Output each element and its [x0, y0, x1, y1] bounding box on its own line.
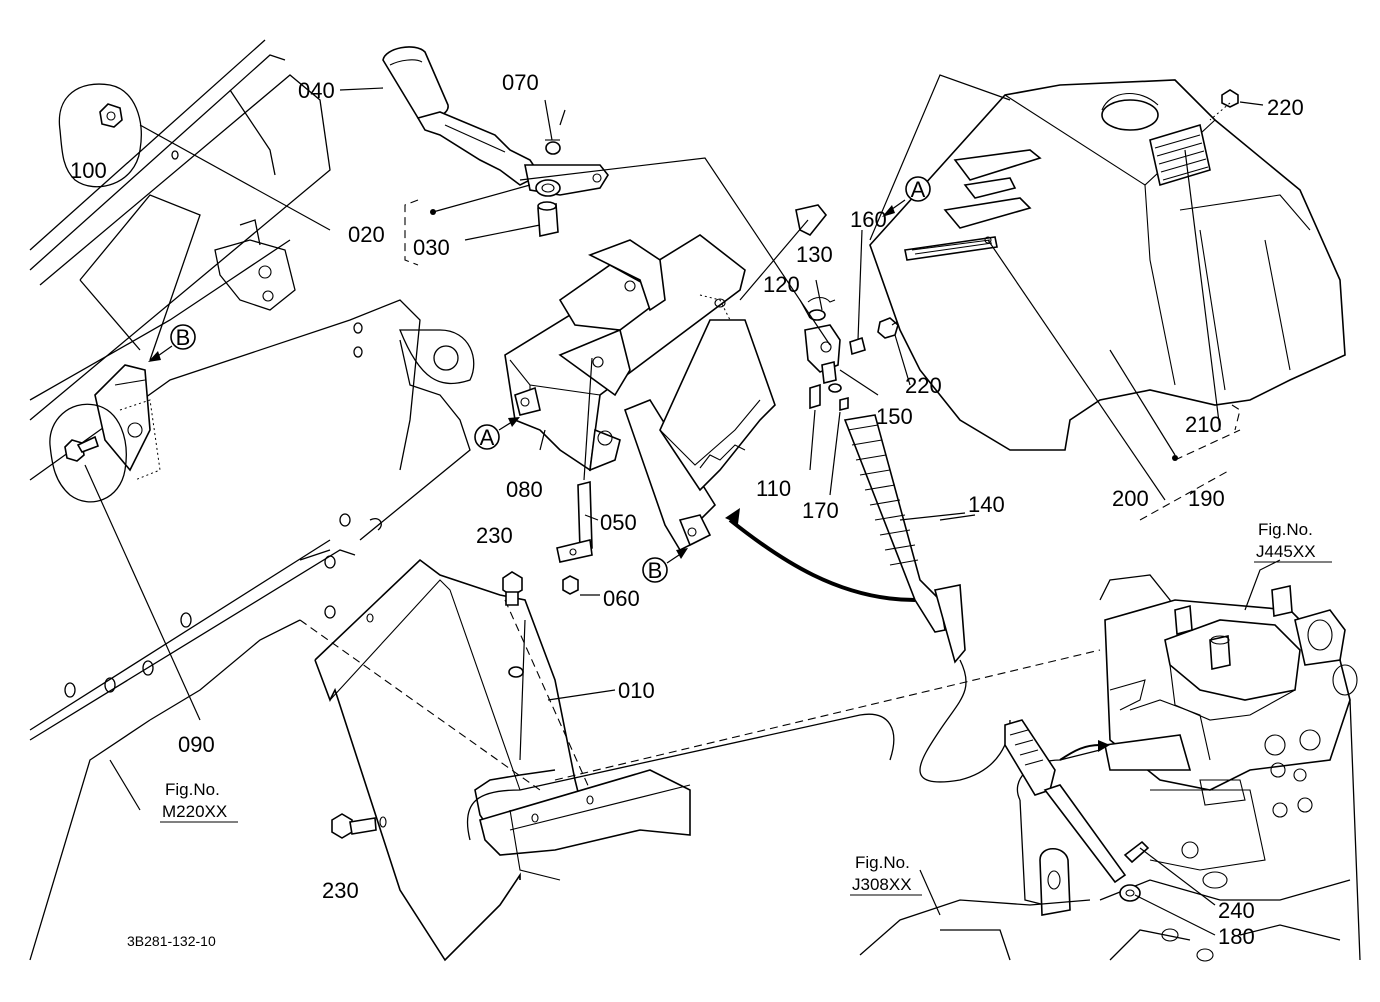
fig-ref-bottom: Fig.No. J308XX	[850, 853, 922, 896]
label-050: 050	[600, 510, 637, 535]
label-120: 120	[763, 272, 800, 297]
label-020: 020	[348, 222, 385, 247]
label-010: 010	[618, 678, 655, 703]
bracket-b-left	[94, 364, 161, 481]
label-230-bottom: 230	[322, 878, 359, 903]
shift-lever-040	[382, 46, 609, 237]
bolt-230-top	[502, 571, 523, 606]
label-140: 140	[968, 492, 1005, 517]
fig-ref-left-title: Fig.No.	[165, 780, 220, 799]
label-190: 190	[1188, 486, 1225, 511]
label-200: 200	[1112, 486, 1149, 511]
marker-b-bottom-text: B	[648, 558, 663, 583]
label-210: 210	[1185, 412, 1222, 437]
part-labels: 040 070 100 020 030 080 050 060 230 010 …	[70, 70, 1304, 949]
fig-ref-left: Fig.No. M220XX	[160, 780, 238, 823]
label-160: 160	[850, 207, 887, 232]
bolt-230-bottom	[331, 813, 387, 839]
callout-100	[58, 83, 331, 231]
fig-ref-bottom-code: J308XX	[852, 875, 912, 894]
cable-route	[466, 649, 1101, 841]
label-170: 170	[802, 498, 839, 523]
fig-ref-bottom-title: Fig.No.	[855, 853, 910, 872]
marker-b-bottom: B	[642, 548, 688, 583]
guide-plate	[623, 319, 776, 552]
label-180: 180	[1218, 924, 1255, 949]
cover-190	[869, 74, 1346, 521]
label-040: 040	[298, 78, 335, 103]
label-230-top: 230	[476, 523, 513, 548]
leader-lines	[109, 87, 1281, 916]
marker-a-left: A	[474, 417, 520, 450]
linkage-parts	[519, 157, 961, 412]
label-220-top: 220	[1267, 95, 1304, 120]
label-060: 060	[603, 586, 640, 611]
label-090: 090	[178, 732, 215, 757]
bracket-080	[504, 234, 746, 472]
rod-050	[556, 357, 593, 595]
fig-ref-right-code: J445XX	[1256, 542, 1316, 561]
cable-140	[725, 414, 1011, 783]
label-080: 080	[506, 477, 543, 502]
frame-left	[29, 39, 475, 961]
callout-090	[49, 403, 201, 721]
group-brackets	[404, 184, 1241, 431]
label-030: 030	[413, 235, 450, 260]
label-110: 110	[756, 476, 791, 501]
label-150: 150	[876, 404, 913, 429]
marker-a-top: A	[882, 176, 931, 217]
label-100: 100	[70, 158, 107, 183]
fig-ref-right-title: Fig.No.	[1258, 520, 1313, 539]
cover-010	[299, 558, 691, 962]
label-240: 240	[1218, 898, 1255, 923]
fig-ref-right: Fig.No. J445XX	[1254, 520, 1332, 563]
transmission-assembly	[859, 574, 1361, 962]
label-130: 130	[796, 242, 833, 267]
marker-b-left: B	[148, 324, 196, 362]
marker-b-left-text: B	[176, 325, 191, 350]
fig-ref-left-code: M220XX	[162, 802, 227, 821]
label-070: 070	[502, 70, 539, 95]
marker-a-top-text: A	[911, 177, 926, 202]
marker-a-left-text: A	[480, 425, 495, 450]
drawing-code: 3B281-132-10	[127, 933, 216, 949]
label-220-mid: 220	[905, 373, 942, 398]
